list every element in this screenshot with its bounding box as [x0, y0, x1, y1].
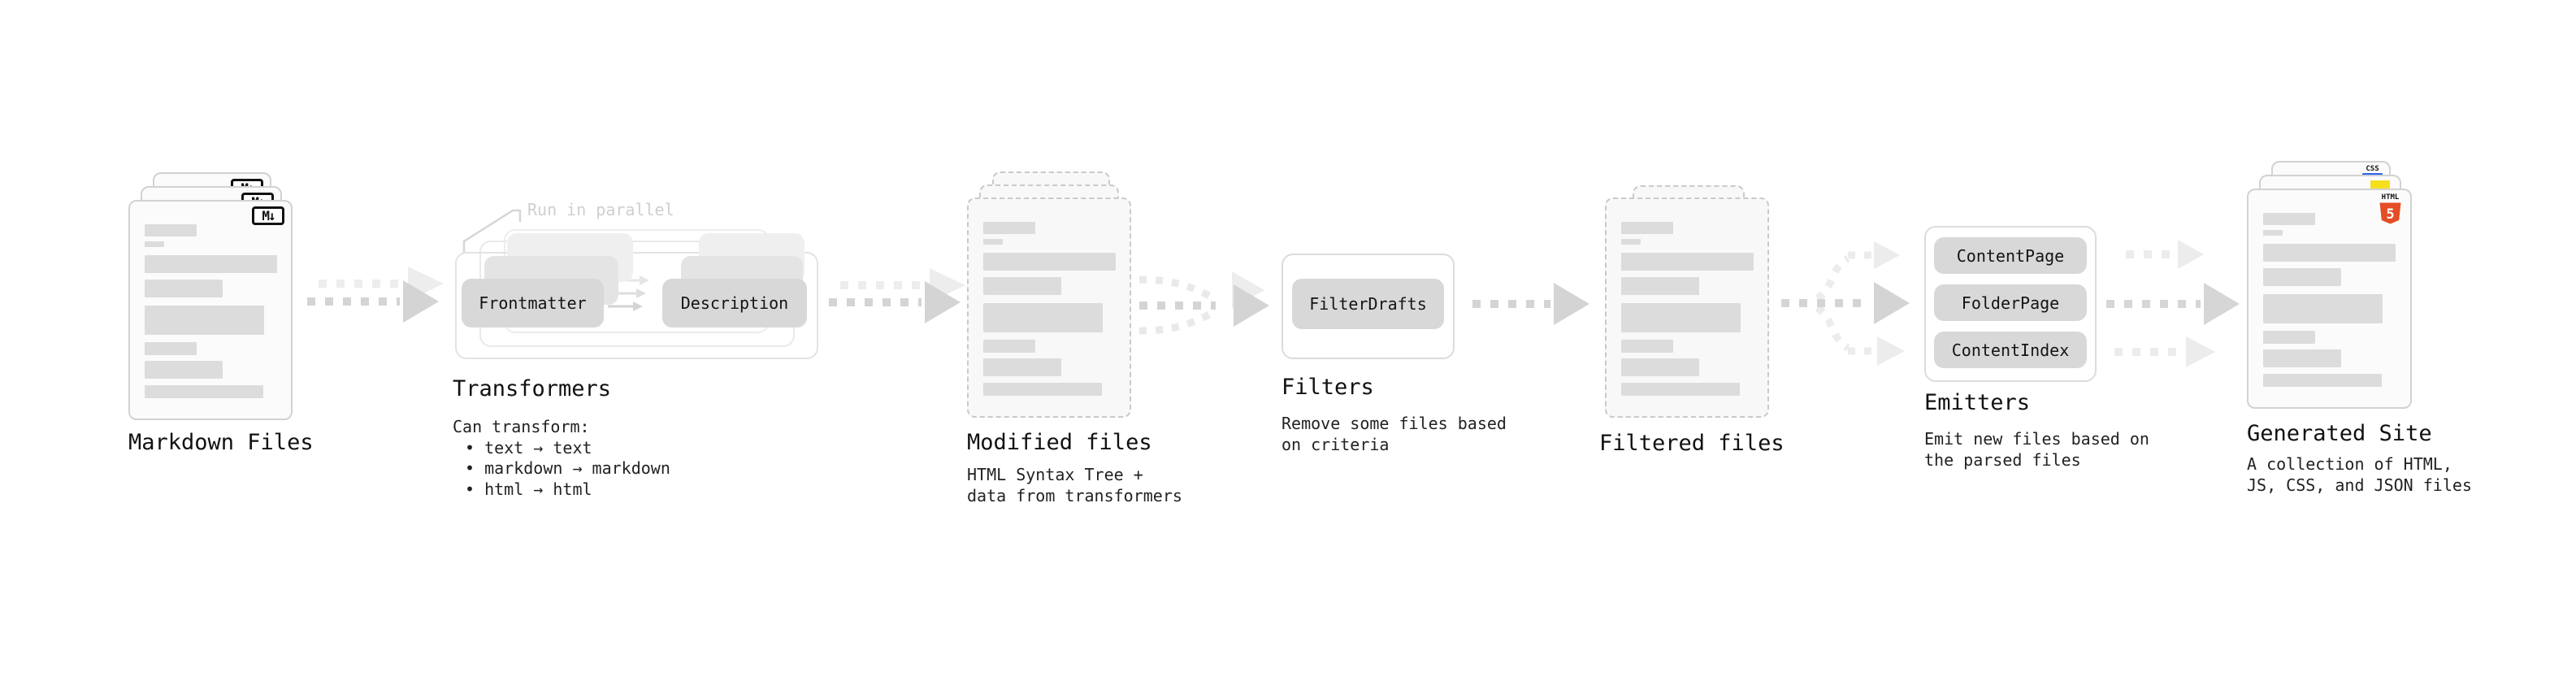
- stage-title-markdown-files: Markdown Files: [128, 430, 314, 455]
- emitter-pill-folderpage: FolderPage: [1934, 284, 2087, 321]
- description-line: JS, CSS, and JSON files: [2247, 475, 2472, 495]
- description-line: on criteria: [1281, 434, 1390, 454]
- description-line: Emit new files based on: [1924, 429, 2149, 449]
- placeholder-bar: [983, 340, 1035, 353]
- placeholder-bar: [2263, 230, 2283, 236]
- placeholder-bar: [1621, 303, 1741, 332]
- stage-modified-files: [967, 171, 1162, 447]
- placeholder-bar: [145, 385, 263, 398]
- html5-five-glyph: 5: [2386, 206, 2394, 223]
- transformer-pill-description: Description: [662, 279, 807, 327]
- description-line: the parsed files: [1924, 449, 2081, 470]
- placeholder-bar: [145, 306, 264, 335]
- placeholder-bar: [983, 239, 1003, 245]
- description-bullet: • text → text: [465, 437, 592, 458]
- description-line: HTML Syntax Tree +: [967, 465, 1143, 484]
- placeholder-bar: [983, 383, 1102, 396]
- css-icon-label: CSS: [2366, 165, 2379, 173]
- placeholder-bar: [983, 253, 1116, 271]
- placeholder-bar: [145, 224, 197, 236]
- placeholder-bar: [1621, 277, 1699, 295]
- filters-description: Remove some files based on criteria: [1281, 414, 1507, 455]
- placeholder-bar: [145, 241, 164, 247]
- description-bullet: • markdown → markdown: [465, 458, 670, 478]
- merge-arrow-modified-to-filters-icon: [1138, 271, 1269, 335]
- placeholder-bar: [983, 358, 1061, 376]
- file-card: M↓: [128, 200, 293, 420]
- stage-title-filters: Filters: [1281, 375, 1374, 400]
- annotation-leader-line: [462, 209, 522, 253]
- placeholder-bar: [983, 303, 1103, 332]
- placeholder-bar: [1621, 358, 1699, 376]
- placeholder-bar: [983, 277, 1061, 295]
- html5-shield-icon: 5: [2379, 202, 2401, 224]
- placeholder-bar: [2263, 244, 2396, 262]
- flow-arrows-emitters-to-generated-icon: [2106, 240, 2240, 367]
- placeholder-bar: [1621, 253, 1754, 271]
- description-line: data from transformers: [967, 485, 1182, 505]
- stage-generated-site: CSS HTML 5: [2247, 161, 2442, 437]
- transformer-container-front: [455, 252, 818, 359]
- placeholder-bar: [2263, 349, 2341, 367]
- flow-arrow-filters-to-filtered-icon: [1472, 283, 1589, 325]
- stage-title-generated-site: Generated Site: [2247, 421, 2432, 446]
- run-in-parallel-annotation: Run in parallel: [527, 200, 674, 219]
- modified-files-description: HTML Syntax Tree + data from transformer…: [967, 465, 1182, 506]
- placeholder-bar: [2263, 331, 2315, 344]
- html5-icon-label: HTML: [2381, 193, 2400, 202]
- placeholder-bar: [1621, 239, 1641, 245]
- stage-title-filtered-files: Filtered files: [1599, 431, 1785, 456]
- filter-pill-filterdrafts: FilterDrafts: [1292, 279, 1444, 329]
- markdown-icon: M↓: [252, 206, 284, 225]
- emitter-pill-contentpage: ContentPage: [1934, 237, 2087, 274]
- placeholder-bar: [145, 280, 223, 297]
- placeholder-bar: [145, 342, 197, 355]
- placeholder-bar: [145, 361, 223, 379]
- transformer-pill-frontmatter: Frontmatter: [462, 279, 604, 327]
- placeholder-bar: [1621, 383, 1740, 396]
- file-card-dashed: [967, 197, 1131, 418]
- placeholder-bar: [2263, 294, 2383, 323]
- file-card-dashed: [1605, 197, 1769, 418]
- placeholder-bar: [2263, 268, 2341, 286]
- stage-title-emitters: Emitters: [1924, 390, 2031, 415]
- stage-title-transformers: Transformers: [453, 376, 612, 401]
- emitter-pill-contentindex: ContentIndex: [1934, 332, 2087, 368]
- description-line: A collection of HTML,: [2247, 454, 2452, 474]
- transformers-description: Can transform: • text → text • markdown …: [453, 417, 670, 500]
- placeholder-bar: [983, 222, 1035, 234]
- stage-markdown-files: M↓ M↓ M↓: [128, 172, 323, 449]
- html5-icon: HTML 5: [2379, 194, 2401, 228]
- fan-out-arrow-filtered-to-emitters-icon: [1781, 241, 1910, 366]
- file-card-html: HTML 5: [2247, 189, 2412, 409]
- emitters-description: Emit new files based on the parsed files: [1924, 429, 2149, 471]
- stage-filtered-files: [1605, 185, 1800, 462]
- placeholder-bar: [1621, 222, 1673, 234]
- flow-arrow-markdown-to-transformers-icon: [307, 267, 444, 323]
- placeholder-bar: [2263, 213, 2315, 225]
- placeholder-bar: [1621, 340, 1673, 353]
- generated-site-description: A collection of HTML, JS, CSS, and JSON …: [2247, 454, 2472, 496]
- description-line: Can transform:: [453, 417, 590, 436]
- flow-arrow-transformers-to-modified-icon: [829, 268, 965, 323]
- stage-title-modified-files: Modified files: [967, 430, 1152, 455]
- placeholder-bar: [145, 255, 277, 273]
- description-line: Remove some files based: [1281, 414, 1507, 433]
- description-bullet: • html → html: [465, 479, 592, 499]
- placeholder-bar: [2263, 374, 2382, 387]
